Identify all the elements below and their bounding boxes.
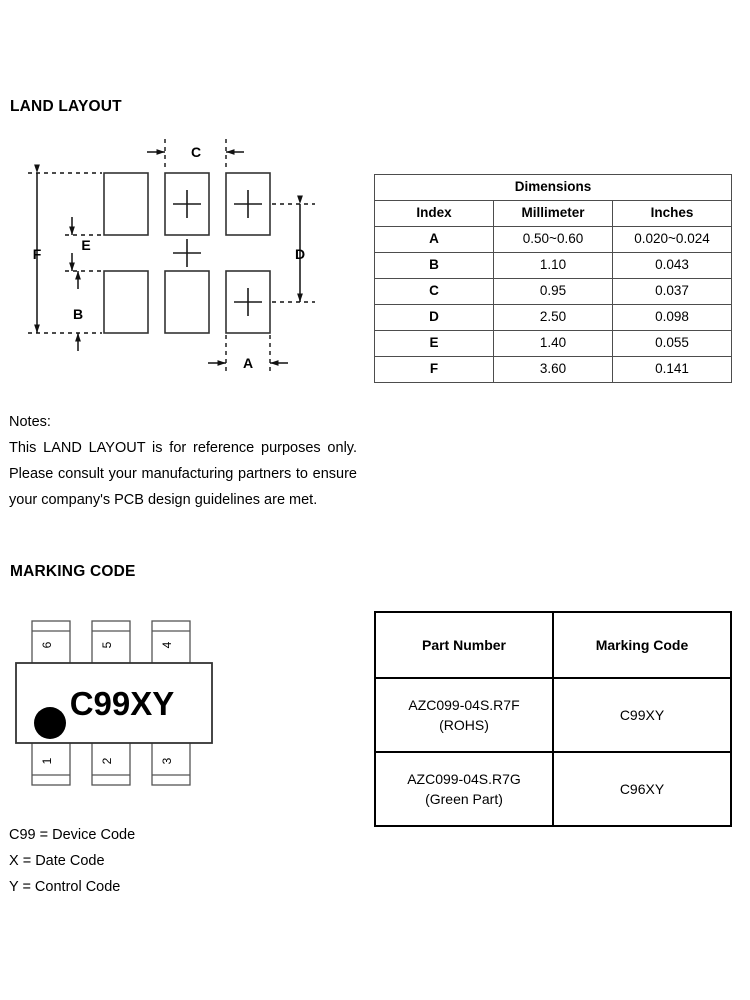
part-number-line-2: (Green Part) (425, 791, 503, 807)
notes-body: This LAND LAYOUT is for reference purpos… (9, 440, 357, 508)
cell-inches: 0.098 (612, 304, 732, 331)
lead-6 (31, 620, 71, 666)
column-header-part-number: Part Number (374, 611, 554, 679)
table-row: B 1.10 0.043 (374, 252, 732, 279)
marking-code-table: Part Number Marking Code AZC099-04S.R7F … (374, 611, 732, 827)
dimension-label-e: E (81, 237, 90, 253)
cell-index: E (374, 330, 494, 357)
cell-index: A (374, 226, 494, 253)
marking-code-legend: C99 = Device Code X = Date Code Y = Cont… (9, 822, 135, 900)
legend-control-code: Y = Control Code (9, 879, 121, 895)
table-row: C 0.95 0.037 (374, 278, 732, 305)
pin-number-2: 2 (100, 757, 114, 764)
cell-millimeter: 0.95 (493, 278, 613, 305)
legend-device-code: C99 = Device Code (9, 827, 136, 843)
package-bottom-leads (31, 740, 191, 786)
cell-inches: 0.043 (612, 252, 732, 279)
marking-code-package-diagram: C99XY 6 5 4 1 2 3 (10, 605, 240, 800)
lead-5 (91, 620, 131, 666)
cell-index: F (374, 356, 494, 383)
cell-marking-code: C96XY (552, 751, 732, 827)
cell-millimeter: 2.50 (493, 304, 613, 331)
dimensions-table-container: Dimensions Index Millimeter Inches A 0.5… (374, 174, 732, 383)
table-row: F 3.60 0.141 (374, 356, 732, 383)
package-marking-text: C99XY (70, 685, 175, 722)
land-layout-section-title: LAND LAYOUT (10, 98, 122, 115)
part-number-line-1: AZC099-04S.R7G (407, 770, 521, 787)
pin-number-5: 5 (100, 641, 114, 648)
pad-bottom-middle (164, 270, 210, 334)
cell-inches: 0.020~0.024 (612, 226, 732, 253)
cell-inches: 0.055 (612, 330, 732, 357)
lead-2 (91, 740, 131, 786)
cell-index: D (374, 304, 494, 331)
legend-date-code: X = Date Code (9, 853, 105, 869)
cell-index: B (374, 252, 494, 279)
package-body (15, 662, 213, 744)
dimension-label-c: C (191, 144, 201, 160)
dimensions-header-row: Index Millimeter Inches (374, 200, 732, 227)
column-header-index: Index (374, 200, 494, 227)
cell-millimeter: 3.60 (493, 356, 613, 383)
cell-inches: 0.141 (612, 356, 732, 383)
cell-millimeter: 0.50~0.60 (493, 226, 613, 253)
cell-index: C (374, 278, 494, 305)
dimensions-caption: Dimensions (374, 174, 732, 201)
land-pads (103, 172, 271, 334)
dimension-label-f: F (33, 246, 42, 262)
marking-code-table-container: Part Number Marking Code AZC099-04S.R7F … (374, 611, 732, 827)
marking-header-row: Part Number Marking Code (374, 611, 732, 679)
column-header-inches: Inches (612, 200, 732, 227)
lead-1 (31, 740, 71, 786)
cell-millimeter: 1.10 (493, 252, 613, 279)
polarity-dot-icon (34, 707, 66, 739)
package-outline-svg: C99XY 6 5 4 1 2 3 (15, 620, 213, 786)
cell-part-number: AZC099-04S.R7F (ROHS) (374, 677, 554, 753)
table-row: D 2.50 0.098 (374, 304, 732, 331)
land-crosshairs (173, 190, 262, 316)
table-row: AZC099-04S.R7G (Green Part) C96XY (374, 751, 732, 827)
column-header-millimeter: Millimeter (493, 200, 613, 227)
land-extension-lines (28, 139, 315, 373)
dimension-label-b: B (73, 306, 83, 322)
pin-number-6: 6 (40, 641, 54, 648)
land-layout-diagram: F E B D C A (10, 125, 360, 395)
pad-bottom-left (103, 270, 149, 334)
pin-number-1: 1 (40, 757, 54, 764)
marking-code-section-title: MARKING CODE (10, 563, 136, 580)
cell-marking-code: C99XY (552, 677, 732, 753)
pad-top-left (103, 172, 149, 236)
table-row: E 1.40 0.055 (374, 330, 732, 357)
dimensions-caption-row: Dimensions (374, 174, 732, 201)
part-number-line-1: AZC099-04S.R7F (408, 696, 520, 713)
notes-block: Notes: This LAND LAYOUT is for reference… (9, 409, 357, 513)
notes-label: Notes: (9, 414, 51, 430)
table-row: AZC099-04S.R7F (ROHS) C99XY (374, 677, 732, 753)
lead-3 (151, 740, 191, 786)
pin-number-4: 4 (160, 641, 174, 648)
table-row: A 0.50~0.60 0.020~0.024 (374, 226, 732, 253)
dimensions-table: Dimensions Index Millimeter Inches A 0.5… (374, 174, 732, 383)
land-layout-svg: F E B D C A (28, 139, 315, 373)
dimension-label-a: A (243, 355, 253, 371)
part-number-line-2: (ROHS) (439, 717, 489, 733)
land-dimension-arrows (34, 149, 303, 366)
pin-number-3: 3 (160, 757, 174, 764)
dimension-label-d: D (295, 246, 305, 262)
cell-millimeter: 1.40 (493, 330, 613, 357)
cell-part-number: AZC099-04S.R7G (Green Part) (374, 751, 554, 827)
column-header-marking-code: Marking Code (552, 611, 732, 679)
cell-inches: 0.037 (612, 278, 732, 305)
